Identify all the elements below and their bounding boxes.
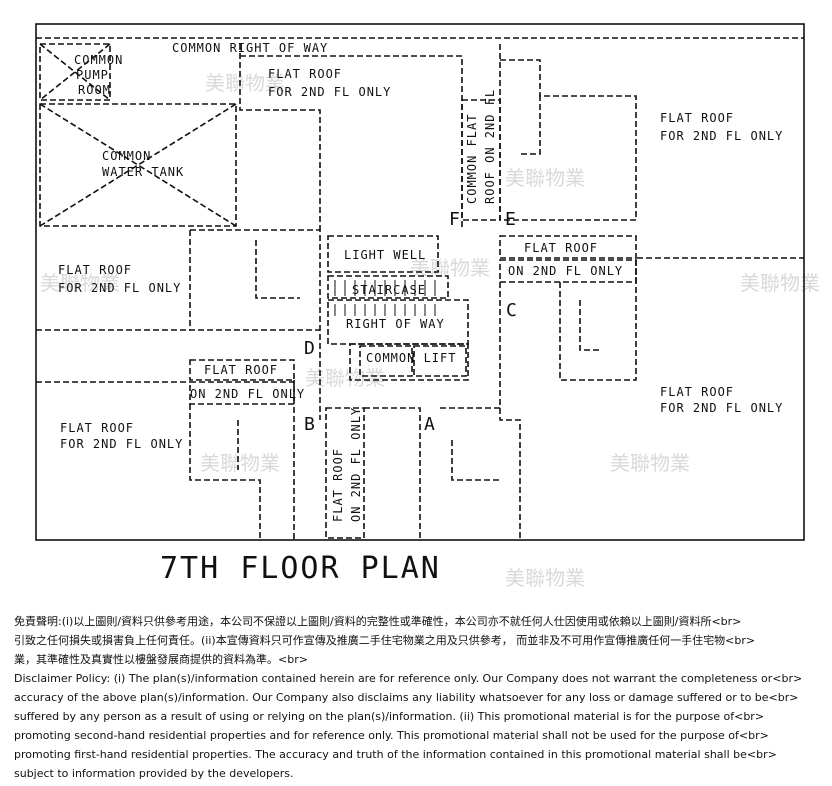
label-flat-roof-mid-right-2: ON 2ND FL ONLY (508, 264, 623, 278)
disclaimer-line-1: 免責聲明:(i)以上圖則/資料只供參考用途，本公司不保證以上圖則/資料的完整性或… (14, 615, 742, 628)
label-common-pump-room-1: COMMON (74, 53, 123, 67)
label-flat-roof-small-left-2: ON 2ND FL ONLY (190, 387, 305, 401)
label-common-water-tank-1: COMMON (102, 149, 151, 163)
label-flat-roof-mid-right-1: FLAT ROOF (524, 241, 598, 255)
label-flat-roof-top-center-2: FOR 2ND FL ONLY (268, 85, 391, 99)
plan-labels: COMMON PUMP ROOM COMMON RIGHT OF WAY FLA… (58, 41, 783, 586)
label-flat-roof-top-right-2: FOR 2ND FL ONLY (660, 129, 783, 143)
label-common-water-tank-2: WATER TANK (102, 165, 184, 179)
label-unit-a: A (424, 414, 435, 435)
disclaimer-line-4: Disclaimer Policy: (i) The plan(s)/infor… (14, 672, 803, 685)
label-light-well: LIGHT WELL (344, 248, 426, 262)
label-flat-roof-lower-left-2: FOR 2ND FL ONLY (60, 437, 183, 451)
label-flat-roof-small-left-1: FLAT ROOF (204, 363, 278, 377)
label-right-of-way: RIGHT OF WAY (346, 317, 445, 331)
watermarks: 美聯物業 美聯物業 美聯物業 美聯物業 美聯物業 美聯物業 美聯物業 美聯物業 … (40, 71, 820, 590)
label-flat-roof-lower-left-1: FLAT ROOF (60, 421, 134, 435)
label-unit-f: F (449, 209, 460, 230)
disclaimer: 免責聲明:(i)以上圖則/資料只供參考用途，本公司不保證以上圖則/資料的完整性或… (14, 612, 822, 783)
label-unit-e: E (505, 209, 516, 230)
label-flat-roof-vertical-bottom-1: FLAT ROOF (331, 448, 345, 522)
label-flat-roof-lower-right-2: FOR 2ND FL ONLY (660, 401, 783, 415)
label-flat-roof-mid-left-2: FOR 2ND FL ONLY (58, 281, 181, 295)
plan-title: 7TH FLOOR PLAN (160, 551, 441, 586)
label-unit-b: B (304, 414, 315, 435)
plan-outlines (35, 23, 805, 541)
label-unit-c: C (506, 300, 517, 321)
disclaimer-line-3: 業，其準確性及真實性以樓盤發展商提供的資料為準。<br> (14, 653, 308, 666)
watermark-1: 美聯物業 (205, 71, 285, 95)
label-staircase: STAIRCASE (352, 283, 426, 297)
label-common-lift: COMMON LIFT (366, 351, 456, 365)
watermark-9: 美聯物業 (505, 566, 585, 590)
label-flat-roof-top-center-1: FLAT ROOF (268, 67, 342, 81)
watermark-6: 美聯物業 (305, 366, 385, 390)
floor-plan: 美聯物業 美聯物業 美聯物業 美聯物業 美聯物業 美聯物業 美聯物業 美聯物業 … (35, 23, 820, 590)
disclaimer-line-7: promoting second-hand residential proper… (14, 729, 769, 742)
watermark-7: 美聯物業 (610, 451, 690, 475)
label-flat-roof-mid-left-1: FLAT ROOF (58, 263, 132, 277)
disclaimer-line-8: promoting first-hand residential propert… (14, 748, 777, 761)
label-common-pump-room-2: PUMP (76, 68, 109, 82)
disclaimer-line-6: suffered by any person as a result of us… (14, 710, 765, 723)
watermark-3: 美聯物業 (40, 271, 120, 295)
label-common-flat-roof-vertical-1: COMMON FLAT (465, 114, 479, 204)
watermark-8: 美聯物業 (200, 451, 280, 475)
label-flat-roof-top-right-1: FLAT ROOF (660, 111, 734, 125)
label-flat-roof-lower-right-1: FLAT ROOF (660, 385, 734, 399)
watermark-2: 美聯物業 (505, 166, 585, 190)
label-flat-roof-vertical-bottom-2: ON 2ND FL ONLY (349, 407, 363, 522)
label-unit-d: D (304, 338, 315, 359)
disclaimer-line-2: 引致之任何損失或損害負上任何責任。(ii)本宣傳資料只可作宣傳及推廣二手住宅物業… (14, 634, 756, 647)
label-common-right-of-way: COMMON RIGHT OF WAY (172, 41, 328, 55)
disclaimer-line-9: subject to information provided by the d… (14, 767, 294, 780)
label-common-pump-room-3: ROOM (78, 83, 111, 97)
floor-plan-drawing: 美聯物業 美聯物業 美聯物業 美聯物業 美聯物業 美聯物業 美聯物業 美聯物業 … (35, 23, 820, 590)
watermark-5: 美聯物業 (740, 271, 820, 295)
label-common-flat-roof-vertical-2: ROOF ON 2ND FL (483, 89, 497, 204)
disclaimer-line-5: accuracy of the above plan(s)/informatio… (14, 691, 799, 704)
